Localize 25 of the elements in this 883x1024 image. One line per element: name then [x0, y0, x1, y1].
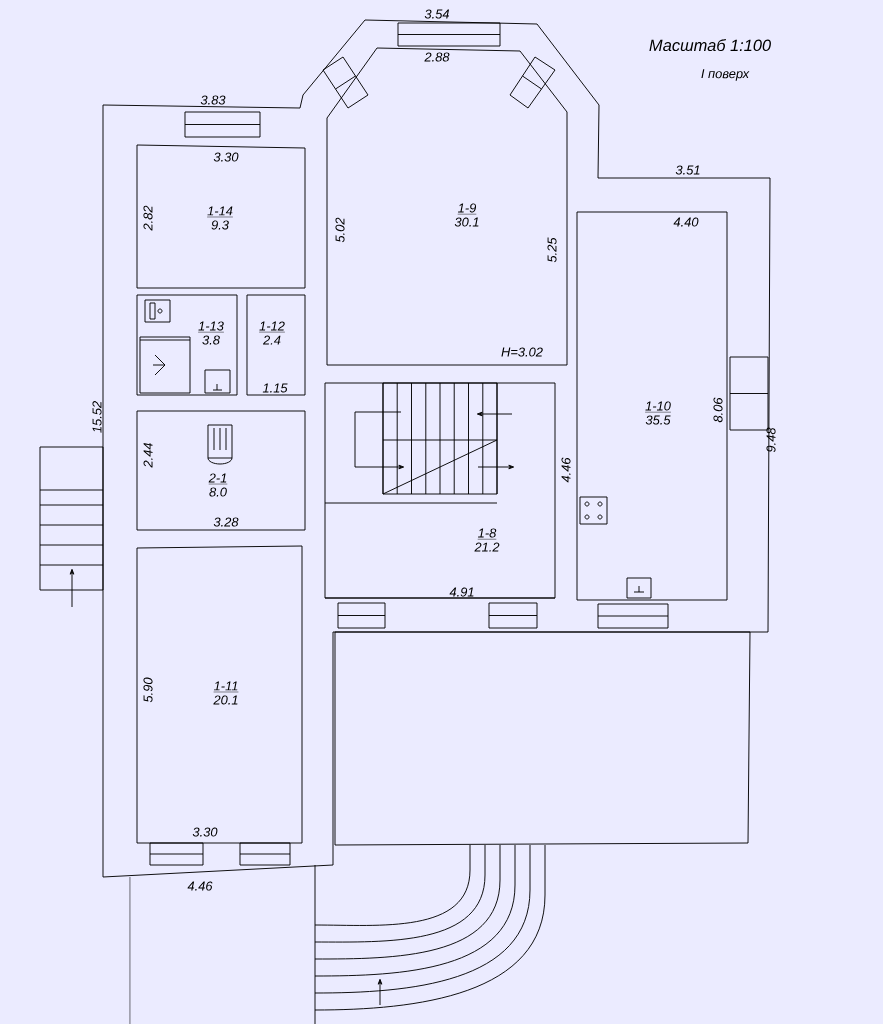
terrace-box	[334, 631, 751, 846]
dimension-label: 4.46	[561, 457, 571, 483]
dimension-label: 5.90	[143, 677, 153, 703]
dimension-label: 3.54	[424, 9, 450, 19]
dimension-label: 8.06	[713, 397, 723, 423]
dimension-label: 2.88	[424, 52, 450, 62]
dimension-label: 2.44	[143, 442, 153, 468]
dimension-label: 3.30	[192, 827, 218, 837]
dimension-label: 3.83	[200, 95, 226, 105]
dimension-label: 3.51	[675, 165, 700, 175]
dimension-label: 3.28	[213, 517, 239, 527]
dimension-label: 9.48	[766, 427, 776, 453]
ceiling-height: H=3.02	[501, 347, 543, 357]
dimension-label: 3.30	[213, 152, 239, 162]
dimension-label: I поверх	[701, 69, 750, 81]
dimension-label: 5.25	[547, 237, 557, 263]
dimension-label: 4.40	[673, 217, 699, 227]
room: 1-13 3.8	[136, 294, 238, 396]
dimension-label: 1.15	[262, 383, 288, 393]
dimension-label: 4.91	[449, 587, 474, 597]
dimension-label: 15.52	[92, 401, 102, 433]
dimension-label: 5.02	[335, 217, 345, 243]
scale-title: Масштаб 1:100	[649, 38, 771, 52]
dimension-label: 2.82	[143, 205, 153, 231]
dimension-label: 4.46	[187, 881, 213, 891]
